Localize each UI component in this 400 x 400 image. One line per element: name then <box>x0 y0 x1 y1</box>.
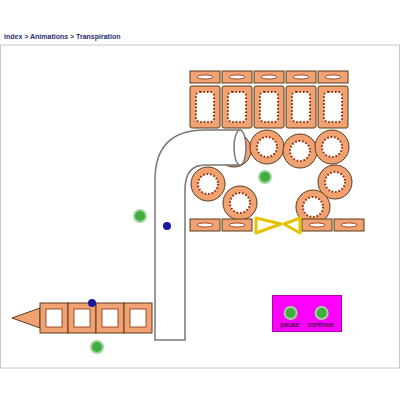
button-label: continue <box>307 321 333 328</box>
water-dot <box>163 222 171 230</box>
guard-cell <box>284 218 300 233</box>
spongy-cell <box>283 134 317 168</box>
root-tip <box>12 308 40 328</box>
spongy-cell <box>250 130 284 164</box>
spongy-cell <box>191 167 225 201</box>
palisade-cell <box>318 86 348 128</box>
epidermis-cell <box>190 219 220 231</box>
cell-vacuole <box>303 197 323 217</box>
epidermis-cell <box>334 219 364 231</box>
epidermis-cell <box>190 71 220 83</box>
root-cell <box>124 303 152 333</box>
spongy-cell <box>315 130 349 164</box>
cell-vacuole <box>197 223 213 227</box>
palisade-cell <box>190 86 220 128</box>
water-dots <box>88 222 171 307</box>
root-cell <box>96 303 124 333</box>
guard-cell <box>256 218 281 233</box>
cell-vacuole <box>293 75 309 79</box>
epidermis-cell <box>254 71 284 83</box>
cell-vacuole <box>292 92 310 122</box>
epidermis-cell <box>302 219 332 231</box>
control-button <box>316 307 328 319</box>
cell-vacuole <box>324 92 342 122</box>
cell-vacuole <box>197 75 213 79</box>
cell-vacuole <box>74 309 90 327</box>
button-label: pause <box>280 321 299 328</box>
control-panel: pause continue <box>272 295 342 332</box>
cell-vacuole <box>198 174 218 194</box>
cell-vacuole <box>260 92 278 122</box>
palisade-cell <box>222 86 252 128</box>
cell-vacuole <box>309 223 325 227</box>
root-cell <box>40 303 68 333</box>
control-button <box>285 307 297 319</box>
marker-button <box>259 171 271 183</box>
cell-vacuole <box>322 137 342 157</box>
epidermis-cell <box>318 71 348 83</box>
marker-button <box>134 210 146 222</box>
cell-vacuole <box>261 75 277 79</box>
cell-vacuole <box>46 309 62 327</box>
root-cell <box>68 303 96 333</box>
cell-vacuole <box>130 309 146 327</box>
palisade-cell <box>286 86 316 128</box>
plant-cells <box>12 71 364 333</box>
marker-button <box>91 341 103 353</box>
canvas-frame <box>1 45 400 368</box>
xylem-end <box>234 130 246 165</box>
cell-vacuole <box>196 92 214 122</box>
cell-vacuole <box>325 172 345 192</box>
cell-vacuole <box>102 309 118 327</box>
cell-vacuole <box>228 92 246 122</box>
cell-vacuole <box>257 137 277 157</box>
cell-vacuole <box>229 75 245 79</box>
cell-vacuole <box>229 223 245 227</box>
epidermis-cell <box>222 71 252 83</box>
spongy-cell <box>223 186 257 220</box>
breadcrumb: index > Animations > Transpiration <box>4 33 120 40</box>
marker-buttons <box>91 171 271 353</box>
epidermis-cell <box>286 71 316 83</box>
xylem-vessel <box>155 130 240 340</box>
palisade-cell <box>254 86 284 128</box>
cell-vacuole <box>341 223 357 227</box>
epidermis-cell <box>222 219 252 231</box>
cell-vacuole <box>325 75 341 79</box>
cell-vacuole <box>290 141 310 161</box>
water-dot <box>88 299 96 307</box>
cell-vacuole <box>230 193 250 213</box>
